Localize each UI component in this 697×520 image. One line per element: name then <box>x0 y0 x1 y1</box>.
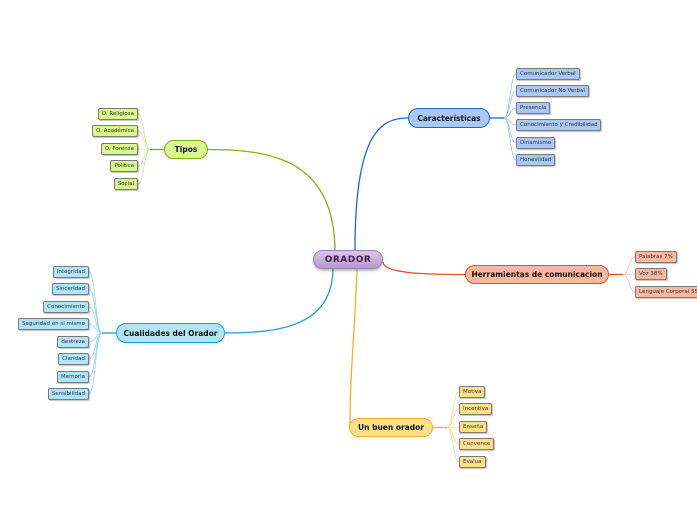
branch-node-herramientas[interactable]: Herramientas de comunicacion <box>465 265 609 284</box>
connector-herramientas <box>382 261 466 276</box>
leaf-cualidades[interactable]: Memoria <box>56 371 89 383</box>
leaf-buen-orador[interactable]: Evalua <box>459 456 486 468</box>
leaf-connector-caracteristicas <box>503 73 517 119</box>
connector-tipos <box>207 148 336 253</box>
leaf-connector-cualidades <box>88 271 103 334</box>
leaf-connector-cualidades <box>88 323 103 334</box>
leaf-connector-buen-orador <box>446 427 460 463</box>
leaf-tipos[interactable]: O. Académica <box>92 125 138 137</box>
leaf-connector-tipos <box>137 113 151 150</box>
leaf-buen-orador[interactable]: Convence <box>459 438 495 450</box>
branch-node-cualidades[interactable]: Cualidades del Orador <box>116 323 225 343</box>
leaf-tipos[interactable]: Social <box>113 178 138 190</box>
leaf-tipos[interactable]: O. Religiosa <box>97 108 138 120</box>
branch-node-buen-orador[interactable]: Un buen orador <box>349 418 433 437</box>
leaf-connector-cualidades <box>88 306 103 334</box>
leaf-connector-caracteristicas <box>503 117 517 161</box>
leaf-cualidades[interactable]: Sinceridad <box>51 283 89 295</box>
leaf-connector-cualidades <box>88 332 103 378</box>
root-node-orador[interactable]: ORADOR <box>313 250 383 269</box>
leaf-tipos[interactable]: O. Forense <box>100 143 138 155</box>
leaf-connector-tipos <box>137 149 151 167</box>
branch-node-caracteristicas[interactable]: Características <box>408 108 490 128</box>
branch-node-tipos[interactable]: Tipos <box>164 140 208 159</box>
leaf-connector-caracteristicas <box>503 90 517 119</box>
leaf-caracteristicas[interactable]: Honestidad <box>516 154 556 166</box>
connector-cualidades <box>224 267 334 334</box>
leaf-caracteristicas[interactable]: Comunicador No Verbal <box>516 85 589 97</box>
leaf-buen-orador[interactable]: Motiva <box>459 386 486 398</box>
leaf-herramientas[interactable]: Voz 38% <box>635 268 667 280</box>
leaf-connector-tipos <box>137 149 151 185</box>
leaf-caracteristicas[interactable]: Presencia <box>516 102 551 114</box>
leaf-cualidades[interactable]: Conocimiento <box>43 301 89 313</box>
leaf-herramientas[interactable]: Lenguaje Corporal 55% <box>635 286 697 298</box>
leaf-connector-tipos <box>137 130 151 150</box>
leaf-connector-caracteristicas <box>503 107 517 119</box>
leaf-cualidades[interactable]: Sensibilidad <box>47 388 89 400</box>
leaf-connector-herramientas <box>622 256 636 275</box>
leaf-cualidades[interactable]: Claridad <box>58 353 89 365</box>
leaf-herramientas[interactable]: Palabras 7% <box>635 251 677 263</box>
leaf-caracteristicas[interactable]: Dinamismo <box>516 137 556 149</box>
leaf-connector-buen-orador <box>446 427 460 445</box>
leaf-caracteristicas[interactable]: Comunicador Verbal <box>516 68 580 80</box>
leaf-connector-buen-orador <box>446 408 460 428</box>
leaf-cualidades[interactable]: Seguridad en si mismo <box>18 318 89 330</box>
leaf-connector-cualidades <box>88 332 103 395</box>
leaf-tipos[interactable]: Política <box>110 160 138 172</box>
connector-caracteristicas <box>354 117 409 251</box>
leaf-connector-cualidades <box>88 288 103 334</box>
leaf-cualidades[interactable]: destreza <box>57 336 89 348</box>
connector-buen-orador <box>349 268 358 428</box>
leaf-cualidades[interactable]: Integridad <box>52 266 89 278</box>
leaf-connector-herramientas <box>622 274 636 293</box>
leaf-caracteristicas[interactable]: Conocimiento y Credibilidad <box>516 119 602 131</box>
leaf-connector-buen-orador <box>446 391 460 428</box>
leaf-buen-orador[interactable]: Incentiva <box>459 403 493 415</box>
leaf-buen-orador[interactable]: Enseña <box>459 421 488 433</box>
